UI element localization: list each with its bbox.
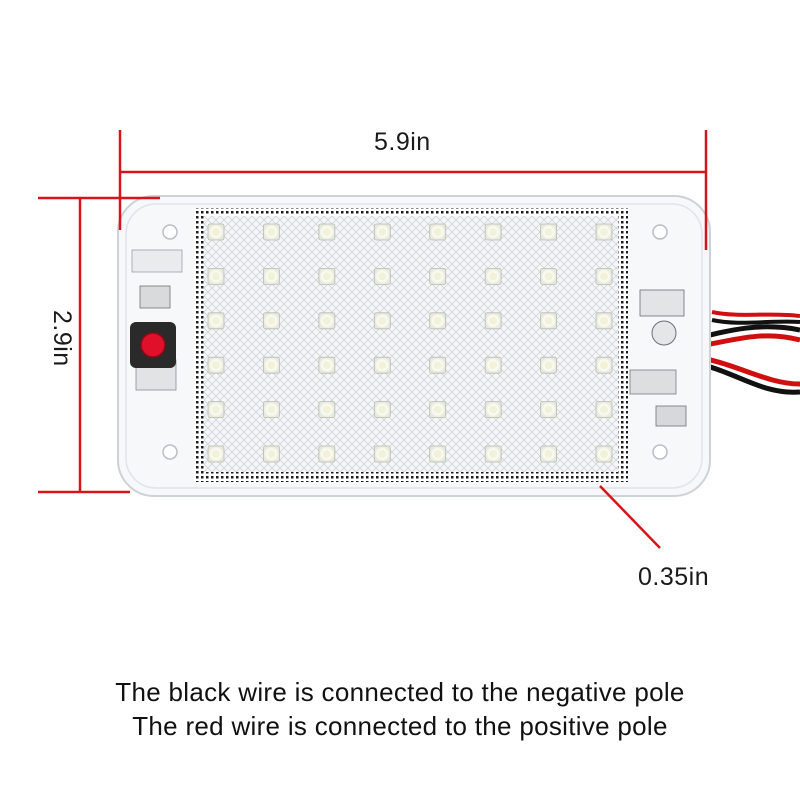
- led-chip-icon: [373, 401, 391, 419]
- depth-pointer: [599, 485, 661, 549]
- led-chip-icon: [595, 356, 613, 374]
- led-chip-icon: [429, 401, 447, 419]
- height-label: 2.9in: [48, 310, 76, 367]
- led-chip-icon: [207, 356, 225, 374]
- led-chip-icon: [373, 356, 391, 374]
- caption-red-wire: The red wire is connected to the positiv…: [132, 711, 668, 741]
- led-chip-icon: [318, 223, 336, 241]
- led-chip-icon: [263, 312, 280, 330]
- led-chip-icon: [263, 267, 280, 285]
- led-chip-icon: [318, 445, 336, 463]
- led-chip-icon: [540, 445, 557, 463]
- led-chip-icon: [373, 312, 391, 330]
- led-chip-icon: [540, 312, 557, 330]
- led-chip-icon: [318, 356, 336, 374]
- screw-hole-icon: [162, 224, 178, 240]
- led-chip-icon: [484, 445, 502, 463]
- power-switch: [130, 322, 176, 368]
- led-chip-icon: [595, 223, 613, 241]
- led-chip-icon: [263, 401, 280, 419]
- led-chip-icon: [484, 223, 502, 241]
- led-chip-icon: [263, 356, 280, 374]
- led-chip-icon: [318, 267, 336, 285]
- led-chip-icon: [540, 356, 557, 374]
- led-chip-icon: [263, 445, 280, 463]
- screw-hole-icon: [652, 224, 668, 240]
- led-panel: [194, 208, 628, 482]
- led-chip-icon: [373, 445, 391, 463]
- led-chip-icon: [484, 267, 502, 285]
- led-chip-icon: [207, 312, 225, 330]
- led-chip-icon: [429, 312, 447, 330]
- led-chip-icon: [595, 312, 613, 330]
- led-chip-icon: [207, 401, 225, 419]
- dimension-lines: [38, 130, 708, 549]
- led-chip-icon: [540, 267, 557, 285]
- led-chip-icon: [207, 223, 225, 241]
- led-chip-icon: [318, 312, 336, 330]
- switch-button-icon: [140, 332, 166, 358]
- led-chip-icon: [595, 267, 613, 285]
- led-chip-icon: [540, 223, 557, 241]
- led-chip-icon: [484, 356, 502, 374]
- led-grid: [207, 223, 613, 463]
- screw-hole-icon: [652, 444, 668, 460]
- led-chip-icon: [207, 267, 225, 285]
- led-chip-icon: [373, 223, 391, 241]
- led-chip-icon: [429, 267, 447, 285]
- caption-black-wire: The black wire is connected to the negat…: [115, 677, 685, 707]
- led-chip-icon: [429, 445, 447, 463]
- depth-label: 0.35in: [638, 563, 710, 591]
- led-chip-icon: [484, 401, 502, 419]
- led-chip-icon: [263, 223, 280, 241]
- led-chip-icon: [484, 312, 502, 330]
- led-chip-icon: [429, 223, 447, 241]
- led-chip-icon: [595, 445, 613, 463]
- led-chip-icon: [318, 401, 336, 419]
- led-chip-icon: [373, 267, 391, 285]
- led-chip-icon: [540, 401, 557, 419]
- led-chip-icon: [595, 401, 613, 419]
- led-chip-icon: [207, 445, 225, 463]
- width-label: 5.9in: [374, 128, 431, 156]
- screw-hole-icon: [162, 444, 178, 460]
- led-chip-icon: [429, 356, 447, 374]
